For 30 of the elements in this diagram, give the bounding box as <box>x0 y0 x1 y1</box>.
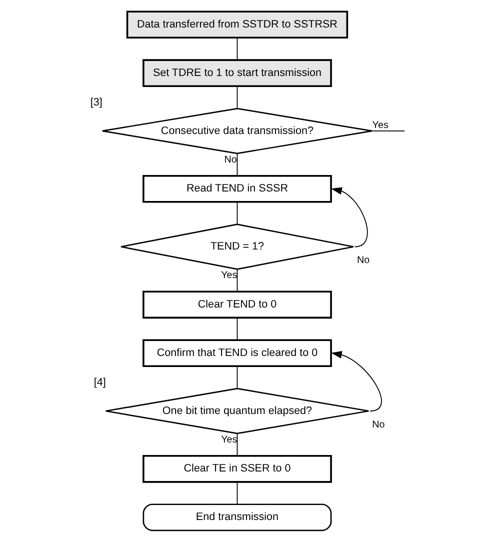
node-label: [3] <box>90 96 102 108</box>
node-box: Set TDRE to 1 to start transmission <box>142 59 332 87</box>
node-box: Read TEND in SSSR <box>142 174 332 203</box>
connector <box>236 202 238 225</box>
connector <box>372 130 406 132</box>
node-diamond: Consecutive data transmission? <box>102 108 373 154</box>
edge-label: No <box>372 419 385 430</box>
node-box: End transmission <box>142 504 332 532</box>
connector <box>236 86 238 109</box>
node-box: Confirm that TEND is cleared to 0 <box>142 339 332 368</box>
edge-label: Yes <box>372 120 388 132</box>
arrow <box>331 350 382 412</box>
edge-label: No <box>357 255 370 266</box>
edge-label: Yes <box>221 270 238 282</box>
arrow <box>331 187 368 248</box>
connector <box>236 37 238 60</box>
node-diamond: One bit time quantum elapsed? <box>105 388 370 434</box>
connector <box>236 153 238 176</box>
node-label: [4] <box>94 376 106 389</box>
connector <box>236 482 238 505</box>
connector <box>236 433 238 456</box>
connector <box>236 317 238 340</box>
connector <box>236 366 238 389</box>
node-box: Data transferred from SSTDR to SSTRSR <box>126 10 348 39</box>
connector <box>236 269 238 292</box>
edge-label: Yes <box>221 434 238 446</box>
node-box: Clear TEND to 0 <box>142 290 332 319</box>
node-box: Clear TE in SSER to 0 <box>142 455 332 483</box>
edge-label: No <box>224 154 237 166</box>
node-diamond: TEND = 1? <box>120 224 354 270</box>
